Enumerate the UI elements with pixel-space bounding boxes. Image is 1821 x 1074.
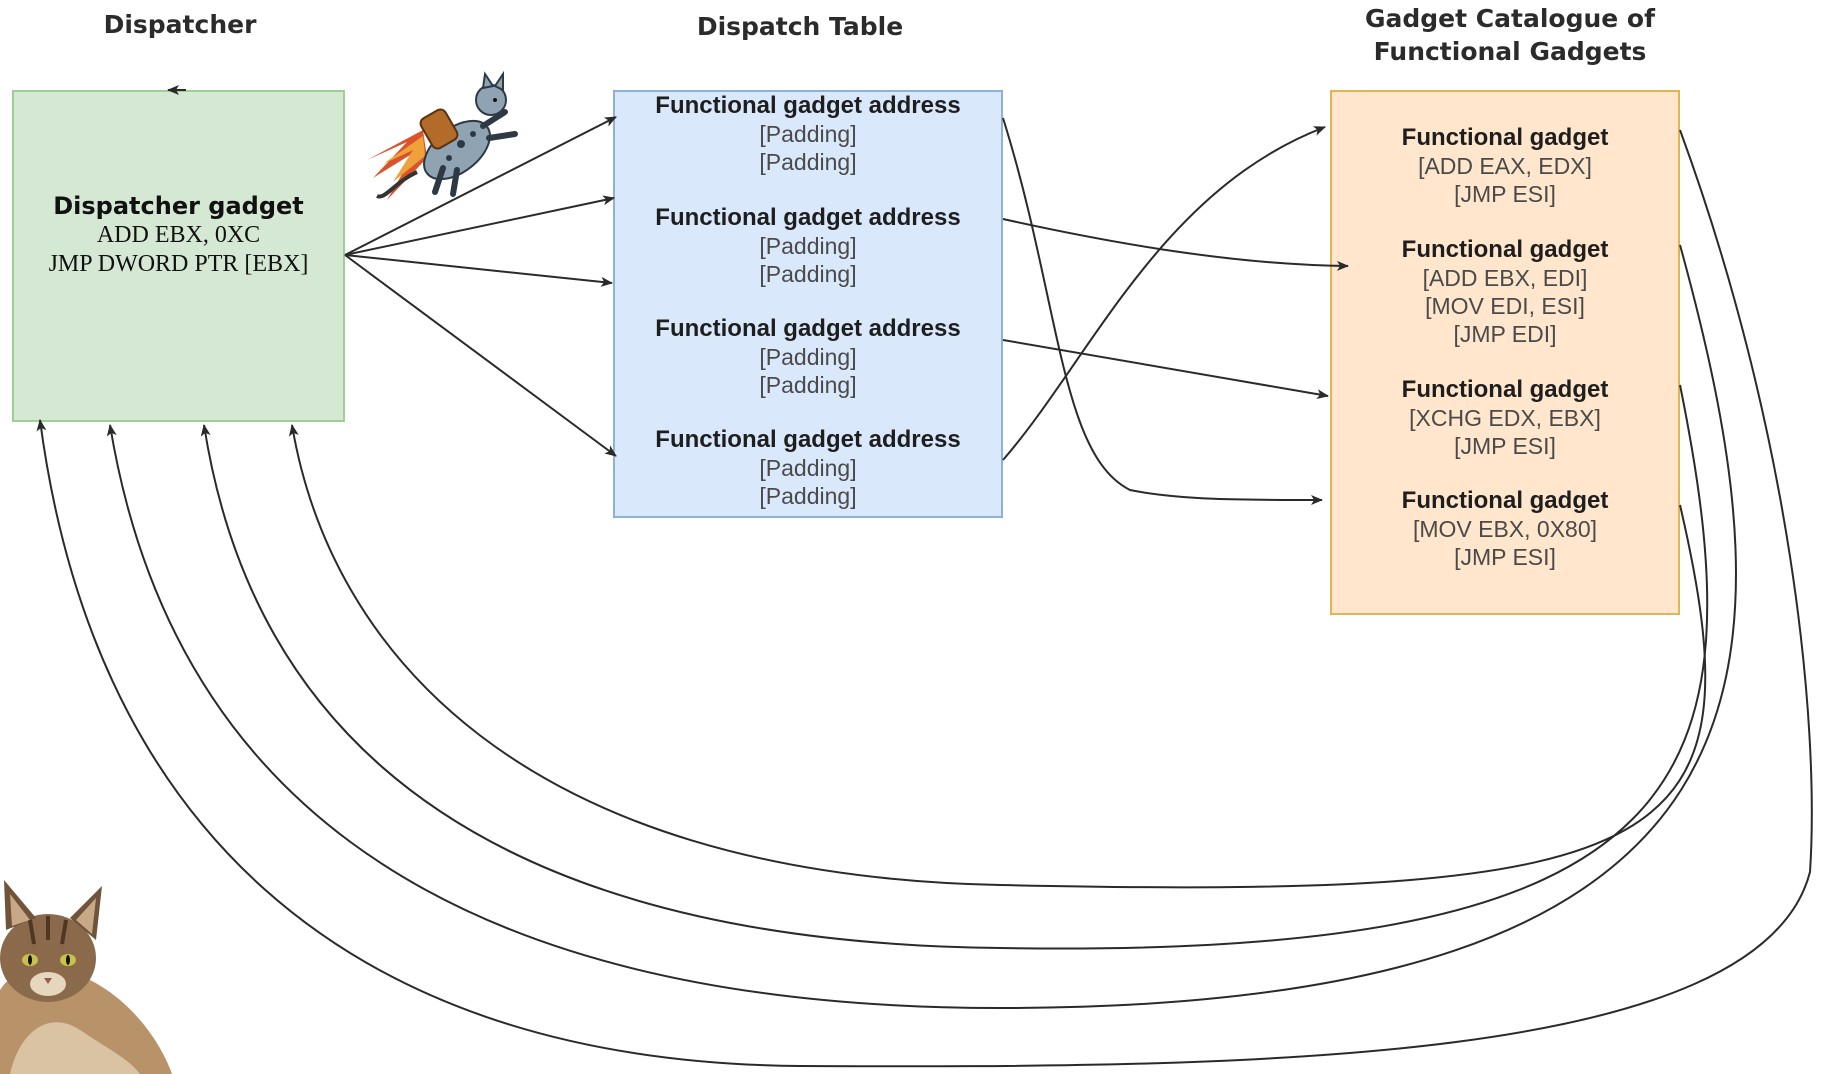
gadget-instruction: [ADD EAX, EDX] — [1418, 153, 1592, 179]
entry-label: Functional gadget address — [655, 426, 961, 453]
gadget-title: Functional gadget — [1401, 124, 1609, 151]
maine-coon-cat-icon — [0, 880, 172, 1074]
gadget-instruction: [MOV EDI, ESI] — [1425, 293, 1585, 319]
entry-padding: [Padding] — [759, 372, 857, 398]
entry-padding: [Padding] — [759, 483, 857, 509]
gadget-title: Functional gadget — [1401, 487, 1609, 514]
functional-gadget: Functional gadget [XCHG EDX, EBX] [JMP E… — [1332, 376, 1678, 460]
dispatch-table-heading: Dispatch Table — [696, 12, 904, 41]
table-to-gadget-edge — [1002, 218, 1349, 271]
entry-padding: [Padding] — [759, 455, 857, 481]
entry-padding: [Padding] — [759, 149, 857, 175]
dispatcher-instruction: JMP DWORD PTR [EBX] — [48, 251, 309, 277]
dispatch-table-entry: Functional gadget address [Padding] [Pad… — [615, 426, 1001, 510]
dispatch-edge — [344, 195, 615, 256]
gadget-instruction: [JMP ESI] — [1454, 544, 1556, 570]
dispatcher-gadget-title: Dispatcher gadget — [53, 192, 304, 220]
dispatch-table-entry: Functional gadget address [Padding] [Pad… — [615, 204, 1001, 288]
dispatch-edge — [344, 254, 613, 287]
dispatcher-box: Dispatcher gadget ADD EBX, 0XC JMP DWORD… — [12, 90, 345, 422]
gadget-instruction: [JMP EDI] — [1453, 321, 1557, 347]
dispatch-table-entry: Functional gadget address [Padding] [Pad… — [615, 315, 1001, 399]
entry-label: Functional gadget address — [655, 204, 961, 231]
table-to-gadget-edge — [1002, 339, 1329, 400]
gadget-instruction: [JMP ESI] — [1454, 433, 1556, 459]
dispatcher-instruction: ADD EBX, 0XC — [96, 222, 261, 248]
jetpack-cat-icon — [367, 70, 518, 200]
table-to-gadget-edge — [1002, 126, 1326, 461]
gadget-instruction: [ADD EBX, EDI] — [1422, 265, 1588, 291]
entry-padding: [Padding] — [759, 261, 857, 287]
entry-label: Functional gadget address — [655, 92, 961, 119]
entry-label: Functional gadget address — [655, 315, 961, 342]
gadget-catalogue-box: Functional gadget [ADD EAX, EDX] [JMP ES… — [1330, 90, 1680, 615]
gadget-instruction: [JMP ESI] — [1454, 181, 1556, 207]
entry-padding: [Padding] — [759, 344, 857, 370]
catalogue-heading-line-1: Gadget Catalogue of — [1365, 4, 1655, 33]
functional-gadget: Functional gadget [ADD EAX, EDX] [JMP ES… — [1332, 124, 1678, 208]
gadget-instruction: [XCHG EDX, EBX] — [1409, 405, 1601, 431]
gadget-title: Functional gadget — [1401, 236, 1609, 263]
entry-padding: [Padding] — [759, 233, 857, 259]
dispatcher-heading: Dispatcher — [103, 10, 257, 39]
gadget-instruction: [MOV EBX, 0X80] — [1412, 516, 1598, 542]
functional-gadget: Functional gadget [MOV EBX, 0X80] [JMP E… — [1332, 487, 1678, 571]
catalogue-heading: Gadget Catalogue of Functional Gadgets — [1300, 2, 1720, 68]
functional-gadget: Functional gadget [ADD EBX, EDI] [MOV ED… — [1332, 236, 1678, 348]
dispatch-table-box: Functional gadget address [Padding] [Pad… — [613, 90, 1003, 518]
catalogue-heading-line-2: Functional Gadgets — [1373, 37, 1647, 66]
dispatch-table-entry: Functional gadget address [Padding] [Pad… — [615, 92, 1001, 176]
entry-padding: [Padding] — [759, 121, 857, 147]
table-to-gadget-edge — [1002, 117, 1323, 505]
dispatch-edge — [344, 254, 617, 457]
gadget-title: Functional gadget — [1401, 376, 1609, 403]
